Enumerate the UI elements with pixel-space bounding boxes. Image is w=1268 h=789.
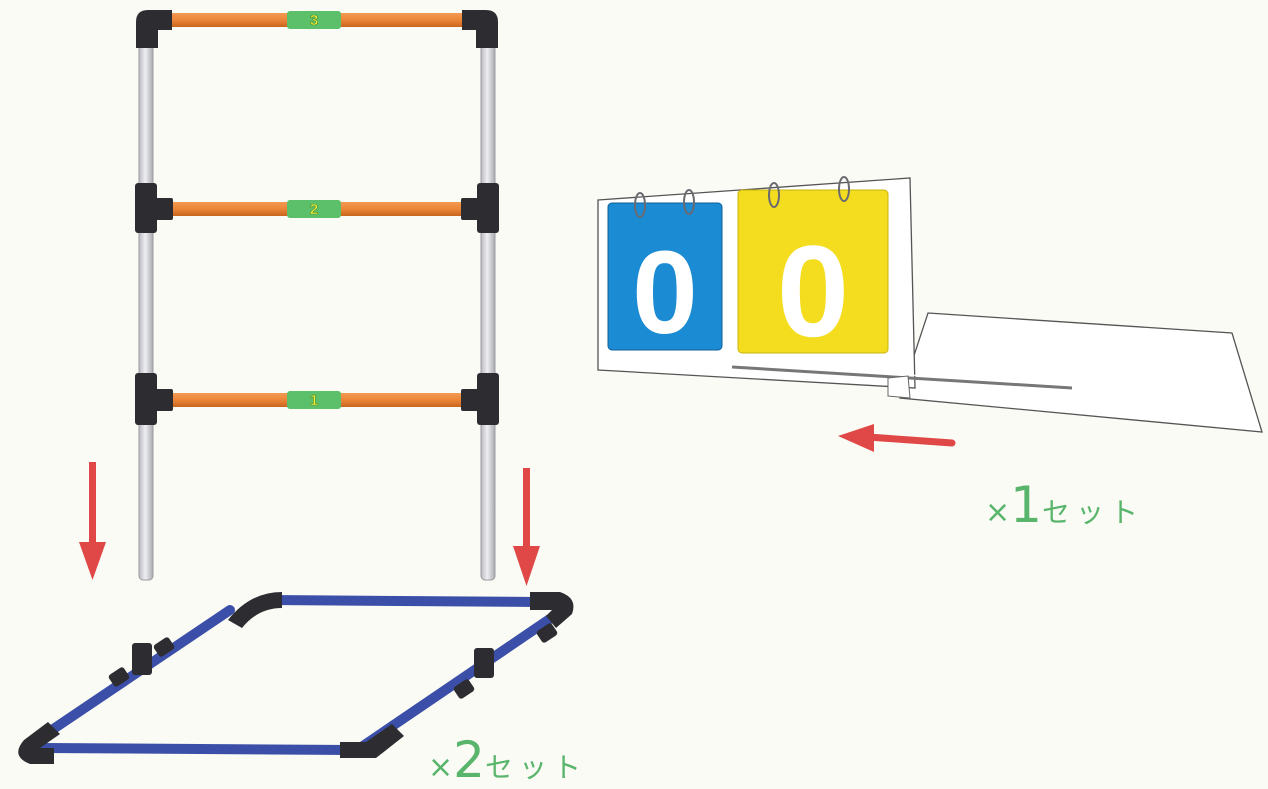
score-card-left [607,202,723,351]
scoreboard-stand-plate [899,312,1263,433]
rung-label-band [287,200,341,218]
base-corner-elbow [228,592,282,628]
rung-number: 1 [310,392,318,409]
rung-label-band [287,11,341,29]
ladder-top-right-elbow [462,10,498,48]
ladder-tee-connector [461,389,479,411]
rung-number: 2 [310,201,318,218]
base-upright-socket [132,643,152,675]
ladder-tee-connector [155,198,173,220]
rung-label-band [287,391,341,409]
set-unit: セット [484,751,587,784]
scoreboard: 0 0 [597,176,1263,433]
ladder-tee-connector [135,183,157,233]
ladder-tee-connector [477,373,499,425]
ladder-rung-2: 2 [160,200,474,218]
ladder-tee-connector [477,183,499,233]
score-card-right-digit: 0 [777,218,849,364]
ladder-top-left-elbow [136,10,172,48]
base-corner-elbow [530,592,574,628]
arrow-down-right [513,468,540,586]
base-corner-elbow [340,724,404,758]
base-corner-elbow [18,722,60,764]
arrow-down-left [79,462,106,580]
arrow-left [838,424,956,452]
base-sleeve [536,623,558,643]
set-count: 2 [453,731,485,789]
set-count: 1 [1010,476,1042,534]
ladder-tee-connector [155,389,173,411]
score-card-right [737,189,889,354]
multiply-sign: × [428,750,454,785]
ladder-tee-connector [135,373,157,425]
base-sleeve [108,667,130,687]
scoreboard-set-count-label: ×1セット [985,480,1144,530]
multiply-sign: × [985,495,1011,530]
ladder-rung-3: 3 [160,11,474,29]
ladder-rung-1: 1 [160,391,474,409]
score-card-left-digit: 0 [632,227,698,359]
set-unit: セット [1041,496,1144,529]
ladder-set-count-label: ×2セット [428,735,587,785]
binder-rings [634,176,850,218]
base-upright-socket [474,648,494,678]
base-sleeve [153,637,175,657]
rung-number: 3 [310,12,318,29]
ladder-left-pole [138,29,154,581]
ladder-frame: 3 2 1 [135,10,499,581]
ladder-base-frame [18,592,574,764]
base-sleeve [453,679,475,699]
ladder-right-pole [480,29,496,581]
ladder-tee-connector [461,198,479,220]
